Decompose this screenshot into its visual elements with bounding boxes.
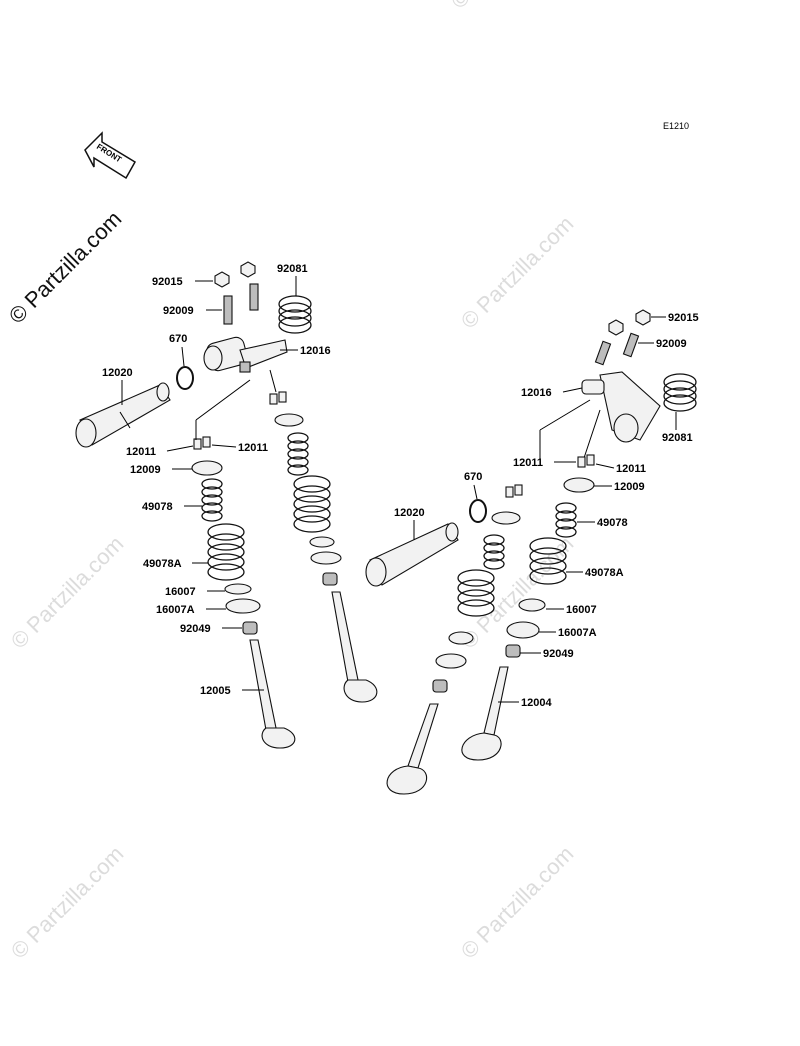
leader-line: [595, 463, 615, 469]
part-label: 12004: [521, 697, 552, 709]
right-assembly: [365, 309, 697, 795]
rocker-arm-icon: [581, 371, 661, 443]
part-label: 670: [169, 333, 187, 345]
adjuster-screw-icon: [594, 332, 640, 366]
right-labels: 92015 92009 12016 92081 12011 12011 670 …: [394, 312, 699, 709]
part-label: 16007: [566, 604, 597, 616]
part-label: 12011: [513, 457, 543, 469]
exhaust-valve-icon: [331, 591, 378, 703]
part-label: 12011: [126, 446, 156, 458]
leader-line: [195, 379, 251, 421]
part-label: 92009: [656, 338, 687, 350]
outer-valve-spring-icon: [293, 475, 331, 533]
part-label: 12016: [300, 345, 331, 357]
exhaust-valve-icon: [249, 639, 296, 749]
part-label: 92009: [163, 305, 194, 317]
outer-valve-spring-icon: [457, 569, 495, 617]
rocker-shaft-icon: [75, 382, 171, 448]
watermark: © Partzilla.com: [6, 841, 129, 964]
adjuster-nut-icon: [214, 261, 256, 288]
rocker-shaft-icon: [365, 522, 459, 587]
watermark: © Partzilla.com: [456, 211, 579, 334]
outer-valve-spring-icon: [207, 523, 245, 581]
leader-line: [539, 399, 591, 431]
stem-seal-icon: [242, 572, 338, 635]
left-assembly: [75, 261, 378, 749]
valve-spring-icon: [555, 502, 577, 538]
diagram-code: E1210: [663, 121, 689, 131]
spring-seat-icon: [224, 536, 342, 614]
part-label: 12009: [614, 481, 645, 493]
part-label: 12009: [130, 464, 161, 476]
part-label: 16007: [165, 586, 196, 598]
part-label: 12020: [102, 367, 133, 379]
part-label: 92015: [668, 312, 699, 324]
valve-spring-icon: [201, 478, 223, 522]
part-label: 49078: [142, 501, 173, 513]
part-label: 92015: [152, 276, 183, 288]
valve-keeper-icon: [505, 454, 595, 498]
part-label: 92081: [662, 432, 693, 444]
leader-line: [211, 444, 237, 448]
stem-seal-icon: [432, 644, 521, 693]
part-label: 49078A: [143, 558, 182, 570]
site-logo: © Partzilla.com: [4, 206, 127, 329]
front-arrow-icon: FRONT: [84, 131, 137, 180]
watermark: © Partzilla.com: [456, 841, 579, 964]
spring-seat-icon: [435, 598, 546, 669]
part-label: 12011: [238, 442, 268, 454]
part-label: 92081: [277, 263, 308, 275]
part-label: 12011: [616, 463, 646, 475]
leader-line: [562, 387, 583, 393]
leader-line: [473, 484, 478, 500]
part-label: 12016: [521, 387, 552, 399]
leader-line: [269, 369, 277, 393]
part-label: 12020: [394, 507, 425, 519]
o-ring-icon: [176, 366, 194, 390]
rocker-arm-icon: [203, 336, 288, 373]
outer-valve-spring-icon: [529, 537, 567, 585]
watermark: © Partzilla.com: [446, 0, 569, 14]
adjuster-nut-icon: [608, 309, 651, 336]
adjuster-screw-icon: [223, 283, 259, 325]
rocker-spring-icon: [278, 295, 312, 334]
leader-line: [166, 445, 194, 452]
part-label: 92049: [180, 623, 211, 635]
spring-retainer-icon: [491, 477, 595, 525]
leader-line: [583, 409, 601, 459]
part-label: 49078: [597, 517, 628, 529]
valve-keeper-icon: [193, 391, 287, 450]
part-label: 16007A: [558, 627, 597, 639]
watermark: © Partzilla.com: [6, 531, 129, 654]
leader-line: [181, 346, 185, 367]
left-labels: 92015 92009 92081 670 12016 12020 12011 …: [102, 263, 331, 697]
intake-valve-icon: [461, 666, 509, 761]
part-label: 12005: [200, 685, 231, 697]
valve-spring-icon: [287, 432, 309, 476]
part-label: 670: [464, 471, 482, 483]
spring-retainer-icon: [191, 413, 304, 476]
valve-spring-icon: [483, 534, 505, 570]
part-label: 92049: [543, 648, 574, 660]
rocker-spring-icon: [663, 373, 697, 412]
intake-valve-icon: [386, 703, 439, 795]
o-ring-icon: [469, 499, 487, 523]
part-label: 49078A: [585, 567, 624, 579]
part-label: 16007A: [156, 604, 195, 616]
